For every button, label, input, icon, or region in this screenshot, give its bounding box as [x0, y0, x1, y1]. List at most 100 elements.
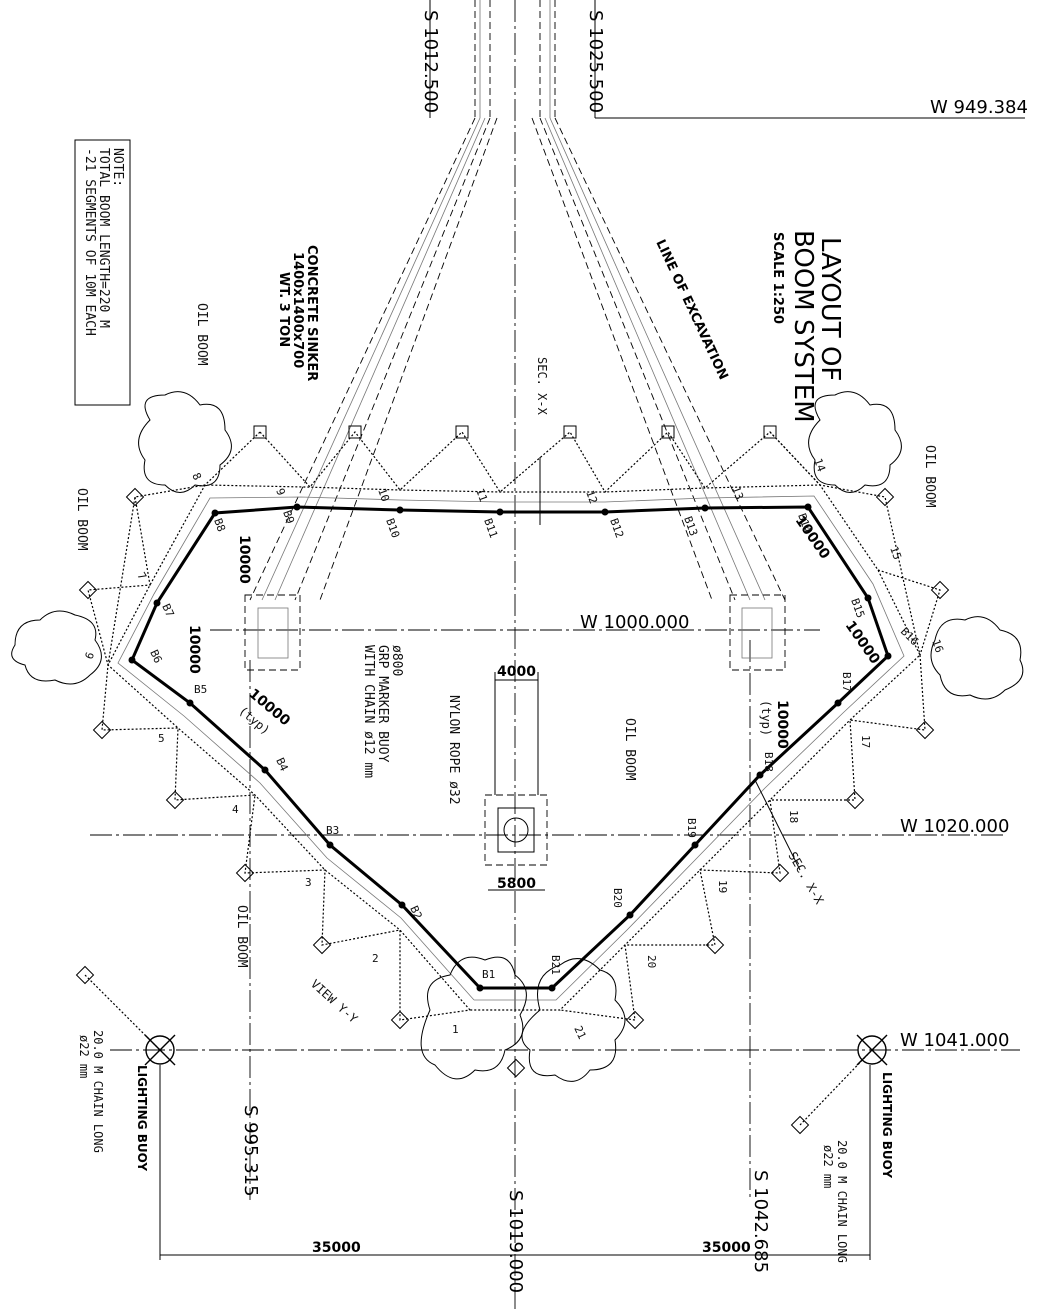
coord-s1025: S 1025.500	[585, 10, 606, 113]
title-line2: BOOM SYSTEM	[788, 230, 818, 423]
lighting-buoy-label-left: LIGHTING BUOY	[135, 1065, 149, 1171]
boom-label-b3: B3	[326, 824, 339, 837]
dim-10000-lower-right: 10000	[774, 700, 790, 749]
anchor-numbers: 1 2 3 4 5 6 7 8 9 10 11 12 13 14 15 16 1…	[83, 457, 946, 1042]
boom-label-b21: B21	[549, 955, 562, 975]
buoy-label-2: GRP MARKER BUOY	[375, 645, 390, 763]
anchor-number-7: 7	[134, 570, 149, 582]
dim-35000-left: 35000	[312, 1240, 361, 1256]
anchor-number-12: 12	[583, 489, 600, 506]
note-line3: -21 SEGMENTS OF 10M EACH	[82, 148, 97, 336]
anchor-number-5: 5	[158, 732, 165, 745]
central-marker-buoy	[484, 672, 548, 891]
coord-s995: S 995.315	[240, 1105, 261, 1197]
coord-w1000: W 1000.000	[580, 612, 689, 633]
lighting-buoy-label-right: LIGHTING BUOY	[880, 1072, 894, 1178]
anchor-number-10: 10	[375, 487, 392, 504]
boom-joints	[128, 503, 892, 992]
anchor-number-9: 9	[273, 487, 287, 498]
coord-w1041: W 1041.000	[900, 1030, 1009, 1051]
oil-boom-label-center: OIL BOOM	[622, 718, 637, 781]
buoy-label-3: WITH CHAIN ø12 mm	[361, 645, 376, 778]
anchor-number-18: 18	[787, 810, 800, 823]
dim-4000: 4000	[497, 664, 536, 680]
grid-lines	[90, 0, 1025, 1310]
excavation-label: LINE OF EXCAVATION	[652, 237, 730, 382]
anchor-number-1: 1	[452, 1023, 459, 1036]
chain-label-left-2: ø22 mm	[77, 1035, 91, 1078]
buoy-label-1: ø800	[389, 645, 404, 676]
oil-boom-label-left: OIL BOOM	[74, 488, 89, 551]
boom-label-b8: B8	[211, 517, 228, 534]
sinker-label-1: CONCRETE SINKER	[304, 245, 319, 381]
boom-label-b5: B5	[194, 683, 207, 696]
boom-label-b20: B20	[611, 888, 624, 908]
boom-label-b4: B4	[273, 756, 291, 774]
chain-label-left-1: 20.0 M CHAIN LONG	[91, 1030, 105, 1153]
boom-label-b19: B19	[685, 818, 698, 838]
oil-boom-label-bottom: OIL BOOM	[234, 905, 249, 968]
anchor-number-11: 11	[473, 487, 490, 504]
dim-10000-left: 10000	[186, 625, 202, 674]
boom-label-b2: B2	[407, 904, 424, 922]
coord-s1042: S 1042.685	[750, 1170, 771, 1273]
anchor-number-21: 21	[571, 1024, 588, 1042]
chain-label-right-2: ø22 mm	[821, 1145, 835, 1188]
note-box	[74, 139, 131, 406]
anchor-number-13: 13	[729, 485, 746, 502]
boom-label-b9: B9	[280, 509, 297, 526]
anchor-number-20: 20	[645, 955, 658, 968]
note-line1: NOTE:	[110, 148, 125, 187]
channel-lines	[244, 0, 786, 671]
boom-line	[107, 484, 921, 1011]
dim-10000-top-left: 10000	[236, 535, 252, 584]
anchor-number-2: 2	[372, 952, 379, 965]
view-yy-label: VIEW Y-Y	[308, 977, 361, 1027]
coord-s1019: S 1019.000	[505, 1190, 526, 1293]
sec-xx-label-bottom: SEC. X-X	[785, 850, 826, 908]
oil-boom-label-right: OIL BOOM	[922, 445, 937, 508]
anchor-number-15: 15	[887, 545, 904, 562]
buoy-clouds	[11, 391, 1024, 1082]
sinker-label-3: WT. 3 TON	[276, 272, 291, 347]
chain-label-right-1: 20.0 M CHAIN LONG	[835, 1140, 849, 1263]
anchor-number-14: 14	[811, 457, 828, 474]
anchor-number-19: 19	[716, 880, 729, 893]
anchor-ropes	[78, 425, 950, 1078]
lighting-buoy-right	[790, 1034, 888, 1135]
anchor-number-4: 4	[232, 803, 239, 816]
boom-segment-labels: B1 B2 B3 B4 B5 B6 B7 B8 B9 B10 B11 B12 B…	[147, 509, 921, 981]
coord-w1020: W 1020.000	[900, 816, 1009, 837]
dim-typ-right: (typ)	[759, 700, 773, 736]
note-line2: TOTAL BOOM LENGTH=220 M	[96, 148, 111, 328]
nylon-rope-label: NYLON ROPE ø32	[446, 695, 461, 805]
coord-s1012: S 1012.500	[420, 10, 441, 113]
boom-label-b18: B18	[762, 752, 775, 772]
anchor-number-8: 8	[189, 471, 204, 482]
title-line1: LAYOUT OF	[815, 237, 845, 381]
boom-label-b6: B6	[147, 648, 164, 666]
title-scale: SCALE 1:250	[770, 232, 785, 324]
anchor-number-3: 3	[305, 876, 312, 889]
coord-w949: W 949.384	[930, 97, 1028, 118]
anchor-number-16: 16	[929, 638, 946, 655]
boom-label-b16: B16	[898, 625, 921, 648]
oil-boom-label-top-left: OIL BOOM	[194, 303, 209, 366]
boom-label-b7: B7	[159, 602, 176, 620]
boom-label-b1: B1	[482, 968, 495, 981]
anchor-number-6: 6	[83, 650, 97, 661]
boom-label-b17: B17	[840, 672, 853, 692]
boom-label-b12: B12	[607, 517, 626, 540]
anchor-number-17: 17	[859, 735, 872, 748]
sec-xx-label-top: SEC. X-X	[535, 357, 549, 416]
dim-35000-right: 35000	[702, 1240, 751, 1256]
lighting-buoy-left	[75, 965, 176, 1066]
boom-label-b15: B15	[848, 597, 867, 620]
boom-label-b11: B11	[481, 517, 500, 540]
dim-5800: 5800	[497, 876, 536, 892]
dimension-lines	[159, 457, 871, 1260]
boom-label-b10: B10	[383, 517, 402, 540]
boom-label-b13: B13	[681, 515, 700, 538]
sinker-label-2: 1400x1400x700	[290, 252, 305, 368]
